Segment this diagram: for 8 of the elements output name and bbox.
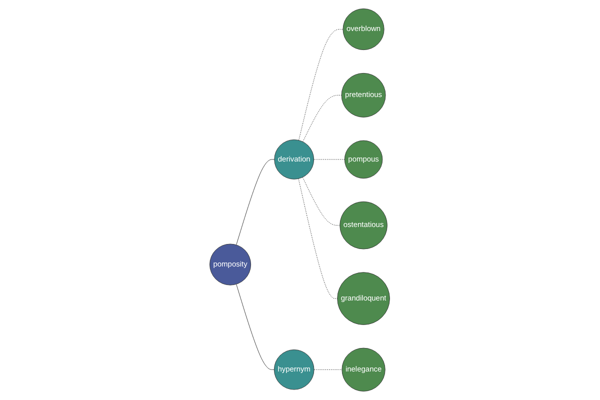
connector — [236, 159, 275, 246]
connector — [298, 29, 344, 141]
connector — [302, 177, 340, 226]
connector — [302, 94, 342, 142]
connector — [314, 369, 342, 370]
connector — [236, 284, 275, 370]
connector — [298, 178, 338, 299]
connector — [314, 159, 346, 160]
